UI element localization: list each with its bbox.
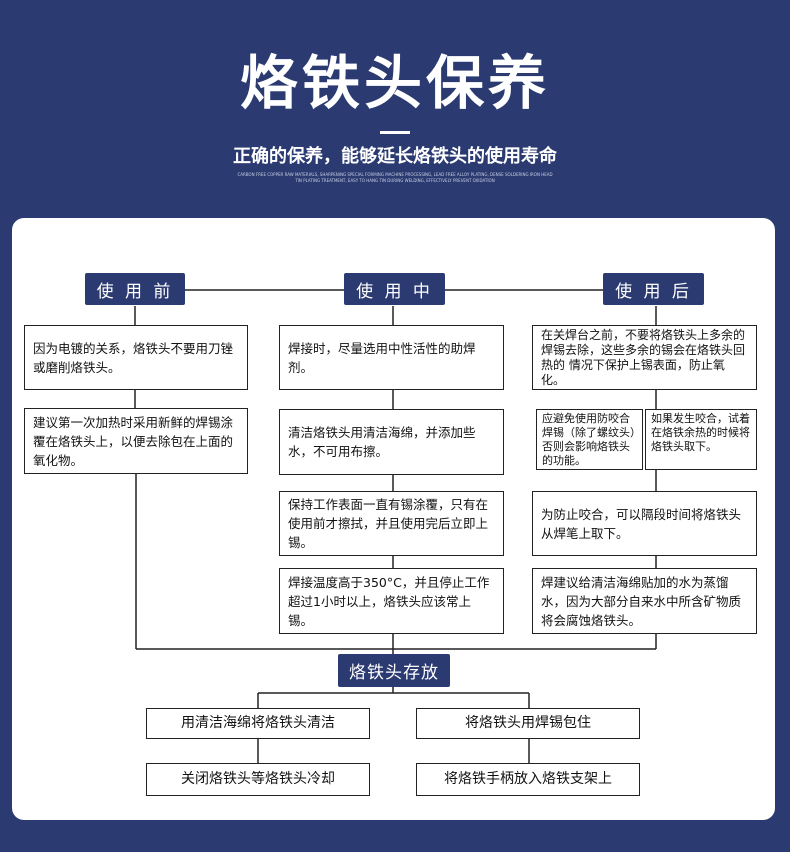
- during-step-1: 焊接时，尽量选用中性活性的助焊剂。: [279, 325, 504, 390]
- during-step-3-text: 保持工作表面一直有锡涂覆，只有在使用前才擦拭，并且使用完后立即上锡。: [288, 497, 489, 550]
- before-step-1-text: 因为电镀的关系，烙铁头不要用刀锉或磨削烙铁头。: [33, 340, 234, 375]
- after-step-2: 为防止咬合，可以隔段时间将烙铁头从焊笔上取下。: [532, 491, 757, 556]
- before-step-2-text: 建议第一次加热时采用新鲜的焊锡涂覆在烙铁头上，以便去除包在上面的氧化物。: [33, 414, 234, 468]
- fine-print-2: TIN PLATING TREATMENT, EASY TO HANG TIN …: [295, 178, 495, 183]
- storage-step-3: 关闭烙铁头等烙铁头冷却: [146, 763, 370, 796]
- title-divider: [380, 131, 410, 134]
- page-subtitle: 正确的保养，能够延长烙铁头的使用寿命: [233, 146, 557, 167]
- during-step-1-text: 焊接时，尽量选用中性活性的助焊剂。: [288, 340, 476, 375]
- after-step-3-text: 焊建议给清洁海绵贴加的水为蒸馏水，因为大部分自来水中所含矿物质将会腐蚀烙铁头。: [541, 574, 742, 628]
- before-step-1: 因为电镀的关系，烙铁头不要用刀锉或磨削烙铁头。: [24, 325, 248, 390]
- storage-step-1: 用清洁海绵将烙铁头清洁: [146, 708, 370, 739]
- connector-lines: [134, 289, 657, 763]
- diagram-panel: 使 用 前 使 用 中 使 用 后 因为电镀的关系，烙铁头不要用刀锉或磨削烙铁头…: [12, 218, 775, 820]
- after-step-2-text: 为防止咬合，可以隔段时间将烙铁头从焊笔上取下。: [541, 506, 742, 541]
- header-before: 使 用 前: [85, 273, 185, 305]
- after-split-right-text: 如果发生咬合，试着在烙铁余热的时候将烙铁头取下。: [651, 412, 750, 453]
- during-step-4: 焊接温度高于350°C，并且停止工作超过1小时以上，烙铁头应该常上锡。: [279, 568, 504, 634]
- after-split-left-text: 应避免使用防咬合焊锡（除了螺纹头）否则会影响烙铁头的功能。: [542, 412, 636, 467]
- storage-step-4-text: 将烙铁手柄放入烙铁支架上: [444, 771, 612, 787]
- storage-header: 烙铁头存放: [338, 654, 450, 687]
- fine-print-1: CARBON FREE COPPER RAW MATERIALS, SHARPE…: [237, 172, 553, 177]
- before-step-2: 建议第一次加热时采用新鲜的焊锡涂覆在烙铁头上，以便去除包在上面的氧化物。: [24, 408, 248, 474]
- during-step-4-text: 焊接温度高于350°C，并且停止工作超过1小时以上，烙铁头应该常上锡。: [288, 574, 490, 628]
- storage-step-3-text: 关闭烙铁头等烙铁头冷却: [181, 771, 335, 787]
- after-split-right: 如果发生咬合，试着在烙铁余热的时候将烙铁头取下。: [645, 409, 757, 470]
- storage-step-2: 将烙铁头用焊锡包住: [416, 708, 640, 739]
- during-step-2: 清洁烙铁头用清洁海绵，并添加些水，不可用布擦。: [279, 409, 504, 475]
- page-title: 烙铁头保养: [239, 49, 550, 117]
- after-split-left: 应避免使用防咬合焊锡（除了螺纹头）否则会影响烙铁头的功能。: [536, 409, 643, 470]
- storage-step-1-text: 用清洁海绵将烙铁头清洁: [181, 715, 335, 731]
- header-after: 使 用 后: [603, 273, 704, 305]
- storage-step-4: 将烙铁手柄放入烙铁支架上: [416, 763, 640, 796]
- during-step-2-text: 清洁烙铁头用清洁海绵，并添加些水，不可用布擦。: [288, 425, 476, 459]
- after-step-3: 焊建议给清洁海绵贴加的水为蒸馏水，因为大部分自来水中所含矿物质将会腐蚀烙铁头。: [532, 568, 757, 634]
- after-step-1-text: 在关焊台之前，不要将烙铁头上多余的焊锡去除，这些多余的锡会在烙铁头回热的 情况下…: [541, 327, 746, 387]
- during-step-3: 保持工作表面一直有锡涂覆，只有在使用前才擦拭，并且使用完后立即上锡。: [279, 491, 504, 556]
- storage-step-2-text: 将烙铁头用焊锡包住: [465, 715, 591, 731]
- after-step-1: 在关焊台之前，不要将烙铁头上多余的焊锡去除，这些多余的锡会在烙铁头回热的 情况下…: [532, 325, 757, 390]
- header-during: 使 用 中: [344, 273, 445, 305]
